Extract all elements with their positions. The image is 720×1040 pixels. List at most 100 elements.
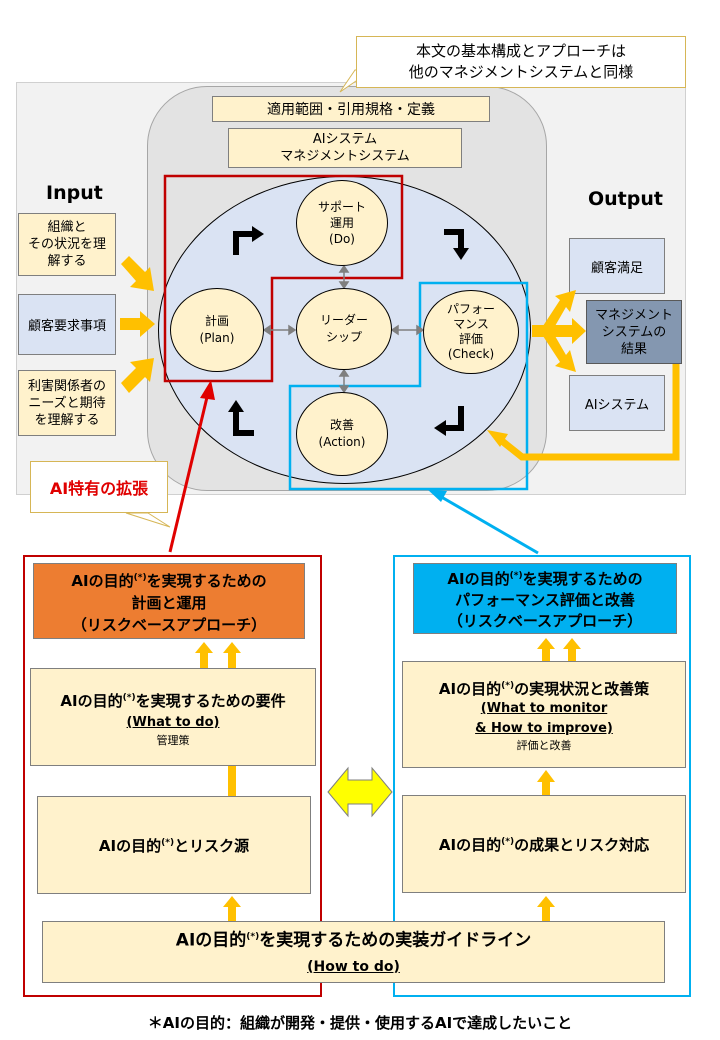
support-line-1: サポート [317, 200, 366, 214]
input-title: Input [46, 182, 103, 204]
guideline-line-1: AIの目的(*)を実現するための実装ガイドライン [175, 930, 532, 951]
output-results-line-2: システムの [601, 324, 667, 340]
output-arrow-down [543, 329, 576, 372]
leadership-line-2: シップ [325, 330, 362, 344]
right-top-line-1: AIの目的(*)を実現するための [447, 569, 643, 588]
right-panel-evaluation [393, 555, 691, 997]
right-bottom-box: AIの目的(*)の成果とリスク対応 [402, 795, 686, 893]
footnote: ＊AIの目的：組織が開発・提供・使用するAIで達成したいこと [147, 1014, 573, 1032]
feedback-arrow-head [487, 430, 508, 447]
circle-support-do: サポート 運用 (Do) [296, 180, 388, 266]
left-top-line-3: （リスクベースアプローチ） [71, 615, 267, 634]
callout-structure-note: 本文の基本構成とアプローチは 他のマネジメントシステムと同様 [356, 36, 686, 88]
right-top-line-2: パフォーマンス評価と改善 [455, 590, 635, 609]
right-up-arrow-mid [537, 770, 555, 795]
action-line-2: (Action) [318, 435, 366, 449]
leadership-line-1: リーダー [319, 313, 368, 327]
guideline-line-2: (How to do) [307, 958, 400, 975]
check-line-2: マンス [453, 317, 489, 331]
right-mid-line-2: (What to monitor [480, 701, 608, 716]
left-mid-box: AIの目的(*)を実現するための要件 (What to do) 管理策 [30, 668, 316, 766]
output-ai-system-label: AIシステム [584, 397, 650, 413]
right-top-box: AIの目的(*)を実現するための パフォーマンス評価と改善 （リスクベースアプロ… [413, 563, 677, 634]
circle-action: 改善 (Action) [296, 392, 388, 476]
input-box-context: 組織と その状況を理 解する [18, 213, 116, 276]
scope-header: 適用範囲・引用規格・定義 [212, 96, 490, 122]
plan-line-2: (Plan) [199, 331, 235, 345]
ai-header-line-2: マネジメントシステム [280, 149, 410, 164]
red-extension-head [200, 380, 215, 400]
support-line-2: 運用 [329, 216, 354, 230]
left-up-arrow-1 [195, 642, 213, 668]
right-bottom-label: AIの目的(*)の成果とリスク対応 [438, 835, 650, 854]
left-up-arrow-guideline [223, 896, 241, 921]
left-link-mid-bottom [228, 766, 236, 796]
check-act-outline [288, 281, 529, 491]
cycle-arrows [233, 229, 464, 436]
output-arrow-trunk [532, 325, 545, 337]
circle-leadership: リーダー シップ [296, 288, 392, 370]
plan-line-1: 計画 [204, 314, 229, 328]
input-arrow-3 [121, 358, 154, 393]
output-arrow-up [543, 290, 576, 333]
output-results-line-1: マネジメント [594, 307, 673, 323]
right-mid-line-1: AIの目的(*)の実現状況と改善策 [438, 680, 650, 698]
callout-ai-extension: AI特有の拡張 [30, 461, 168, 513]
input-box-customer-requirements: 顧客要求事項 [18, 294, 116, 355]
left-bottom-label: AIの目的(*)とリスク源 [98, 836, 250, 855]
output-title: Output [588, 188, 663, 210]
check-line-4: (Check) [447, 347, 495, 361]
right-mid-line-3: & How to improve) [475, 721, 613, 736]
callout-ai-extension-label: AI特有の拡張 [49, 479, 149, 498]
left-top-line-2: 計画と運用 [131, 593, 207, 612]
cycle-arrow-do-to-check [444, 229, 464, 250]
right-up-arrow-2 [563, 638, 581, 661]
input-arrow-1 [121, 256, 154, 291]
scope-header-label: 適用範囲・引用規格・定義 [267, 102, 435, 118]
callout-line-2: 他のマネジメントシステムと同様 [408, 63, 634, 81]
input-context-line-1: 組織と [47, 220, 87, 235]
input-context-line-2: その状況を理 [27, 237, 106, 252]
check-line-1: パフォー [446, 302, 495, 316]
plan-do-outline [163, 174, 404, 383]
red-extension-line [168, 392, 210, 553]
input-stakeholders-line-1: 利害関係者の [27, 378, 106, 394]
circle-check: パフォー マンス 評価 (Check) [423, 290, 519, 374]
left-panel-planning [23, 555, 322, 997]
right-up-arrow-guideline [537, 896, 555, 921]
blue-extension-head [427, 489, 447, 502]
callout-line-1: 本文の基本構成とアプローチは [415, 42, 626, 60]
output-box-management-results: マネジメント システムの 結果 [586, 300, 682, 364]
blue-extension-line [437, 493, 539, 555]
feedback-line [494, 364, 680, 461]
input-box-stakeholders: 利害関係者の ニーズと期待 を理解する [18, 370, 116, 436]
right-top-line-3: （リスクベースアプローチ） [447, 611, 643, 630]
cycle-arrow-act-to-plan [233, 410, 254, 436]
right-mid-line-4: 評価と改善 [516, 739, 572, 752]
ai-header-line-1: AIシステム [312, 132, 378, 147]
left-up-arrow-2 [223, 642, 241, 668]
input-customer-label: 顧客要求事項 [27, 319, 106, 334]
ai-management-system-header: AIシステム マネジメントシステム [228, 128, 462, 168]
input-context-line-3: 解する [47, 254, 87, 269]
right-up-arrow-1 [537, 638, 555, 661]
gray-connectors [262, 264, 425, 394]
implementation-guideline-box: AIの目的(*)を実現するための実装ガイドライン (How to do) [42, 921, 665, 983]
left-top-box: AIの目的(*)を実現するための 計画と運用 （リスクベースアプローチ） [33, 563, 305, 639]
input-arrows [120, 256, 155, 393]
output-box-ai-system: AIシステム [569, 375, 665, 431]
action-line-1: 改善 [329, 418, 354, 432]
input-stakeholders-line-2: ニーズと期待 [28, 395, 106, 411]
cycle-arrow-plan-to-do [233, 231, 254, 255]
right-mid-box: AIの目的(*)の実現状況と改善策 (What to monitor & How… [402, 661, 686, 768]
left-mid-line-2: (What to do) [126, 714, 220, 730]
cycle-arrow-check-to-act [444, 406, 464, 431]
output-arrows [532, 290, 586, 372]
output-box-customer-satisfaction: 顧客満足 [569, 238, 665, 294]
input-stakeholders-line-3: を理解する [34, 412, 100, 428]
